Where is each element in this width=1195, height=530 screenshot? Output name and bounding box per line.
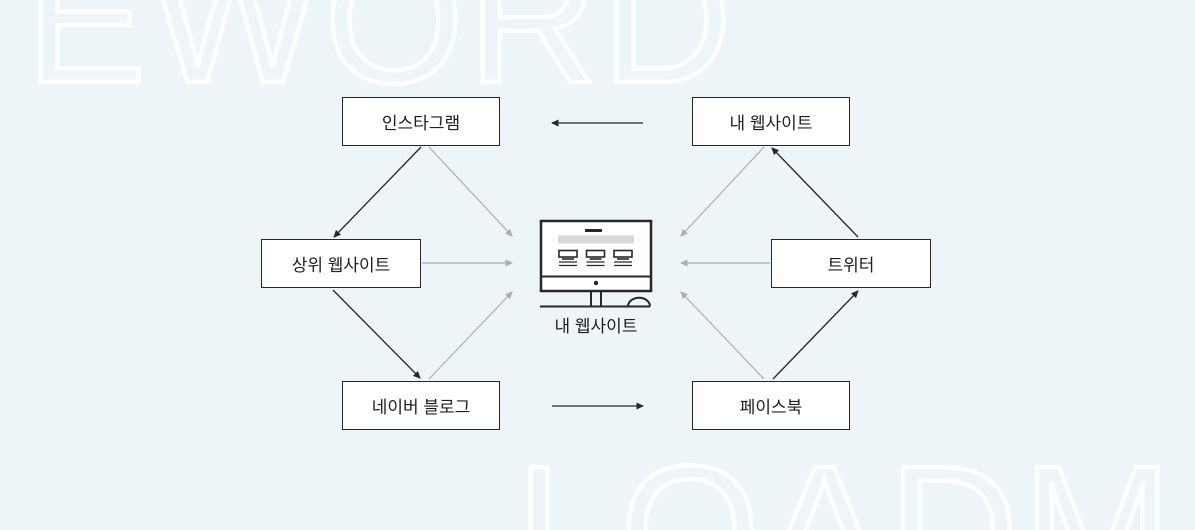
monitor-banner	[558, 235, 634, 244]
node-my-website-label: 내 웹사이트	[729, 114, 813, 133]
node-parent-website: 상위 웹사이트	[261, 239, 421, 288]
node-facebook: 페이스북	[692, 381, 850, 430]
node-my-website: 내 웹사이트	[692, 97, 850, 146]
watermark-bottom-text: LOADM	[516, 429, 1176, 530]
monitor-power-dot	[593, 280, 599, 286]
arrow-parent-website-to-naver-blog	[332, 289, 421, 379]
arrow-facebook-to-center	[680, 291, 765, 380]
node-parent-website-label: 상위 웹사이트	[291, 256, 391, 275]
center-node-label: 내 웹사이트	[554, 317, 638, 336]
node-naver-blog: 네이버 블로그	[342, 381, 500, 430]
node-instagram-label: 인스타그램	[381, 114, 461, 133]
arrow-naver-blog-to-center	[428, 291, 513, 380]
thumbnail-1	[558, 249, 578, 267]
node-instagram: 인스타그램	[342, 97, 500, 146]
center-node	[536, 219, 656, 313]
node-facebook-label: 페이스북	[739, 398, 803, 417]
arrow-instagram-to-center	[428, 146, 513, 237]
arrow-twitter-to-my-website	[771, 147, 859, 238]
thumbnail-2	[585, 249, 606, 267]
arrow-facebook-to-twitter	[772, 290, 859, 380]
monitor-thumbnails	[558, 249, 633, 267]
desktop-monitor-icon	[539, 219, 653, 308]
mouse-icon	[627, 296, 651, 307]
arrow-instagram-to-parent-website	[333, 146, 422, 238]
monitor-topbar	[585, 229, 602, 232]
thumbnail-3	[613, 249, 633, 267]
node-twitter-label: 트위터	[827, 256, 875, 275]
arrow-my-website-to-center	[680, 146, 765, 237]
node-twitter: 트위터	[771, 239, 931, 288]
node-naver-blog-label: 네이버 블로그	[371, 398, 471, 417]
